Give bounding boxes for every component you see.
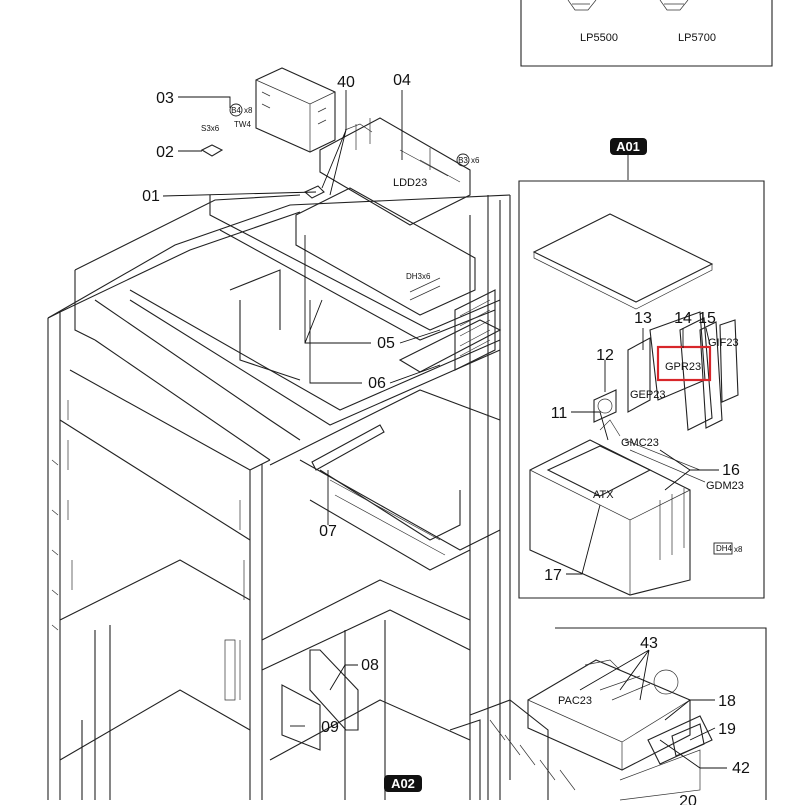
callout-03: 03 [156, 90, 174, 107]
tag-a01-badge [610, 138, 647, 155]
callout-06: 06 [368, 375, 386, 392]
label-gmc23: GMC23 [621, 437, 659, 449]
callout-20: 20 [679, 793, 697, 805]
note-b3-count: x6 [471, 156, 480, 165]
label-pac23: PAC23 [558, 695, 592, 707]
note-dh3x6: DH3x6 [406, 272, 431, 281]
screw-b4-icon [229, 103, 243, 117]
note-b4-count: x8 [244, 106, 253, 115]
callout-12: 12 [596, 347, 614, 364]
tag-a02-badge [384, 775, 422, 792]
leader-lines [162, 90, 727, 769]
callout-17: 17 [544, 567, 562, 584]
callout-13: 13 [634, 310, 652, 327]
label-atx: ATX [593, 489, 614, 501]
callout-04: 04 [393, 72, 411, 89]
callout-40: 40 [337, 74, 355, 91]
tag-a02: A02 [391, 776, 415, 791]
model-label-lp5500: LP5500 [580, 32, 618, 44]
note-dh4-count: x8 [734, 545, 743, 554]
label-gdm23: GDM23 [706, 480, 744, 492]
callout-01: 01 [142, 188, 160, 205]
callout-18: 18 [718, 693, 736, 710]
note-dh4: DH4 [716, 544, 733, 553]
top-parts [200, 67, 502, 373]
a01-group [518, 180, 765, 599]
screw-b3-icon [456, 153, 470, 167]
callout-09: 09 [321, 719, 339, 736]
note-s3x6: S3x6 [201, 124, 220, 133]
board-labels: LDD23 GIF23 GPR23 GEP23 GMC23 GDM23 ATX … [393, 177, 744, 707]
callout-labels: 03 02 01 40 04 05 06 07 08 09 11 12 13 1… [142, 72, 750, 805]
callout-43: 43 [640, 635, 658, 652]
callout-16: 16 [722, 462, 740, 479]
note-b3: B3 [458, 156, 468, 165]
note-b4: B4 [231, 106, 241, 115]
callout-42: 42 [732, 760, 750, 777]
label-gpr23: GPR23 [665, 361, 701, 373]
callout-07: 07 [319, 523, 337, 540]
tag-a01: A01 [616, 139, 640, 154]
callout-19: 19 [718, 721, 736, 738]
model-label-lp5700: LP5700 [678, 32, 716, 44]
a02-group [449, 627, 767, 801]
note-tw4: TW4 [234, 120, 251, 129]
label-gep23: GEP23 [630, 389, 665, 401]
callout-08: 08 [361, 657, 379, 674]
label-ldd23: LDD23 [393, 177, 427, 189]
callout-14: 14 [674, 310, 692, 327]
label-gif23: GIF23 [708, 337, 739, 349]
callout-15: 15 [698, 310, 716, 327]
callout-02: 02 [156, 144, 174, 161]
gpr23-highlight-box [656, 345, 712, 382]
assembly-tags: A01 A02 [384, 138, 647, 792]
screw-dh4-icon [713, 542, 733, 555]
model-inset: LP5500 LP5700 [520, 0, 773, 67]
callout-11: 11 [551, 405, 568, 422]
callout-05: 05 [377, 335, 395, 352]
screw-notes: S3x6 TW4 B4 x8 B3 x6 DH3x6 DH4 x8 [201, 103, 743, 555]
main-chassis [47, 194, 511, 800]
